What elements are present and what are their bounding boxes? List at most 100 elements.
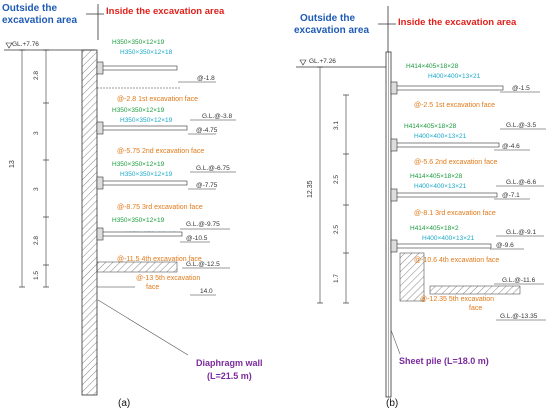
level-b-1: @-1.5 — [512, 85, 530, 92]
wall-leader-b — [390, 329, 401, 355]
strut-row-b-2: H414×405×18×28 H400×400×13×21 G.L.@-3.5 … — [390, 122, 546, 166]
bottom-a: G.L.@-12.5 @-13 5th excavation face 14.0 — [96, 261, 230, 296]
exc-face-b-5: @-12.35 5th excavation — [420, 296, 494, 303]
level-b-2: G.L.@-3.5 — [506, 122, 536, 129]
panel-a: Outside the excavation area Inside the e… — [2, 3, 263, 409]
strut-beam-b-1 — [390, 85, 504, 91]
gl-top-b: GL.+7.26 — [309, 58, 336, 65]
gl-top-a: GL.+7.76 — [12, 41, 39, 48]
exc-face-b-5b: face — [469, 305, 482, 312]
panel-b: Outside the excavation area Inside the e… — [294, 6, 546, 409]
dim-seg-label-b-3: 2.5 — [333, 225, 340, 234]
dim-seg-label-b-1: 3.1 — [333, 121, 340, 130]
level-a-8: G.L.@-12.5 — [186, 261, 220, 268]
level-b-7: @-9.6 — [496, 242, 514, 249]
strut-beam-b-4 — [390, 243, 492, 249]
dim-total-label-b: 12.35 — [307, 180, 314, 198]
strut-label-b-4: H414×405×18×2 — [410, 225, 459, 232]
waler-label-b-1: H400×400×13×21 — [428, 73, 481, 80]
level-a-3: @-4.75 — [196, 127, 218, 134]
waler-label-a-3: H350×350×12×19 — [120, 171, 173, 178]
exc-face-b-1: @-2.5 1st excavation face — [414, 102, 495, 109]
strut-label-a-1: H350×350×12×19 — [112, 39, 165, 46]
outside-label-b-line1: Outside the — [300, 13, 355, 24]
exc-face-a-4: @-11.5 4th excavation face — [117, 256, 202, 263]
wall-leader-a — [97, 299, 189, 356]
exc-face-a-3: @-8.75 3rd excavation face — [117, 204, 203, 211]
dim-ticks-a — [19, 49, 49, 288]
waler-label-b-3: H400×400×13×21 — [414, 183, 467, 190]
level-a-1: @-1.8 — [197, 75, 215, 82]
waler-label-b-4: H400×400×13×21 — [422, 235, 475, 242]
strut-label-a-4: H350×350×12×19 — [112, 217, 165, 224]
outside-label-a-line2: excavation area — [2, 15, 77, 26]
waler-block-b-2 — [390, 138, 398, 152]
wall-title-a: Diaphragm wall — [196, 358, 263, 368]
strut-row-b-4: H414×405×18×2 H400×400×13×21 G.L.@-9.1 @… — [390, 225, 544, 264]
waler-label-b-2: H400×400×13×21 — [414, 133, 467, 140]
waler-block-b-1 — [390, 81, 398, 95]
strut-beam-a-4 — [96, 231, 183, 237]
strut-row-a-4: H350×350×12×19 H350×350×12×19 G.L.@-9.75… — [96, 217, 230, 263]
level-b-8: G.L.@-11.6 — [502, 277, 536, 284]
waler-label-a-1: H350×350×12×18 — [120, 49, 173, 56]
level-a-4: G.L.@-6.75 — [196, 165, 230, 172]
inside-label-a: Inside the excavation area — [106, 6, 225, 17]
outside-label-b-line2: excavation area — [294, 25, 369, 36]
dim-total-label-a: 13 — [9, 160, 16, 168]
waler-block-a-4 — [96, 227, 104, 241]
strut-row-a-1: H350×350×12×19 H350×350×12×18 @-1.8 @-2.… — [96, 39, 216, 103]
dim-seg-label-a-4: 2.8 — [33, 236, 40, 245]
level-a-6: G.L.@-9.75 — [186, 221, 220, 228]
strut-row-a-2: H350×350×12×19 H350×350×12×19 G.L.@-3.8 … — [96, 107, 236, 155]
level-a-2: G.L.@-3.8 — [202, 113, 232, 120]
level-b-3: @-4.6 — [502, 143, 520, 150]
strut-row-b-3: H414×405×18×28 H400×400×13×21 G.L.@-6.6 … — [390, 173, 544, 217]
level-b-9: G.L.@-13.35 — [500, 313, 538, 320]
bottom-b: G.L.@-11.6 @-12.35 5th excavation face G… — [399, 252, 546, 321]
caption-b: (b) — [386, 398, 398, 409]
strut-label-b-2: H414×405×18×28 — [404, 123, 457, 130]
dim-seg-label-a-2: 3 — [33, 131, 40, 135]
inside-label-b: Inside the excavation area — [398, 17, 517, 28]
gl-marker-a — [5, 42, 13, 49]
waler-block-b-4 — [390, 239, 398, 253]
exc-face-b-2: @-5.6 2nd excavation face — [414, 159, 497, 166]
level-a-7: @-10.5 — [186, 235, 208, 242]
exc-face-a-5: @-13 5th excavation — [136, 275, 200, 282]
waler-block-a-3 — [96, 176, 104, 190]
strut-beam-a-2 — [96, 125, 188, 131]
waler-block-b-3 — [390, 188, 398, 202]
level-a-5: @-7.75 — [196, 182, 218, 189]
waler-block-a-2 — [96, 121, 104, 135]
dim-seg-label-a-5: 1.5 — [33, 271, 40, 280]
waler-block-a-1 — [96, 61, 104, 75]
strut-beam-a-1 — [96, 65, 178, 71]
outside-label-a-line1: Outside the — [2, 3, 57, 14]
strut-label-a-2: H350×350×12×19 — [112, 107, 165, 114]
caption-a: (a) — [118, 398, 130, 409]
exc-face-a-1: @-2.8 1st excavation face — [117, 96, 198, 103]
strut-beam-b-2 — [390, 142, 500, 148]
diaphragm-wall — [81, 49, 98, 396]
level-a-9: 14.0 — [200, 288, 213, 295]
strut-label-a-3: H350×350×12×19 — [112, 161, 165, 168]
wall-title-b: Sheet pile (L=18.0 m) — [399, 356, 489, 366]
level-b-4: G.L.@-6.6 — [506, 179, 536, 186]
exc-face-a-5b: face — [146, 284, 159, 291]
strut-row-b-1: H414×405×18×28 H400×400×13×21 @-1.5 @-2.… — [390, 63, 540, 109]
level-b-6: G.L.@-9.1 — [506, 229, 536, 236]
strut-label-b-3: H414×405×18×28 — [410, 173, 463, 180]
wall-length-a: (L=21.5 m) — [207, 371, 252, 381]
dim-seg-label-a-1: 2.8 — [33, 71, 40, 80]
soil-block-b-1 — [399, 252, 425, 302]
waler-label-a-2: H350×350×12×19 — [120, 117, 173, 124]
soil-block-a — [96, 261, 178, 273]
dim-seg-label-b-4: 1.7 — [333, 274, 340, 283]
strut-row-a-3: H350×350×12×19 H350×350×12×19 G.L.@-6.75… — [96, 161, 236, 211]
strut-label-b-1: H414×405×18×28 — [406, 63, 459, 70]
exc-face-b-4: @-10.6 4th excavation face — [414, 257, 499, 264]
dim-seg-label-b-2: 2.5 — [333, 175, 340, 184]
exc-face-b-3: @-8.1 3rd excavation face — [414, 210, 496, 217]
